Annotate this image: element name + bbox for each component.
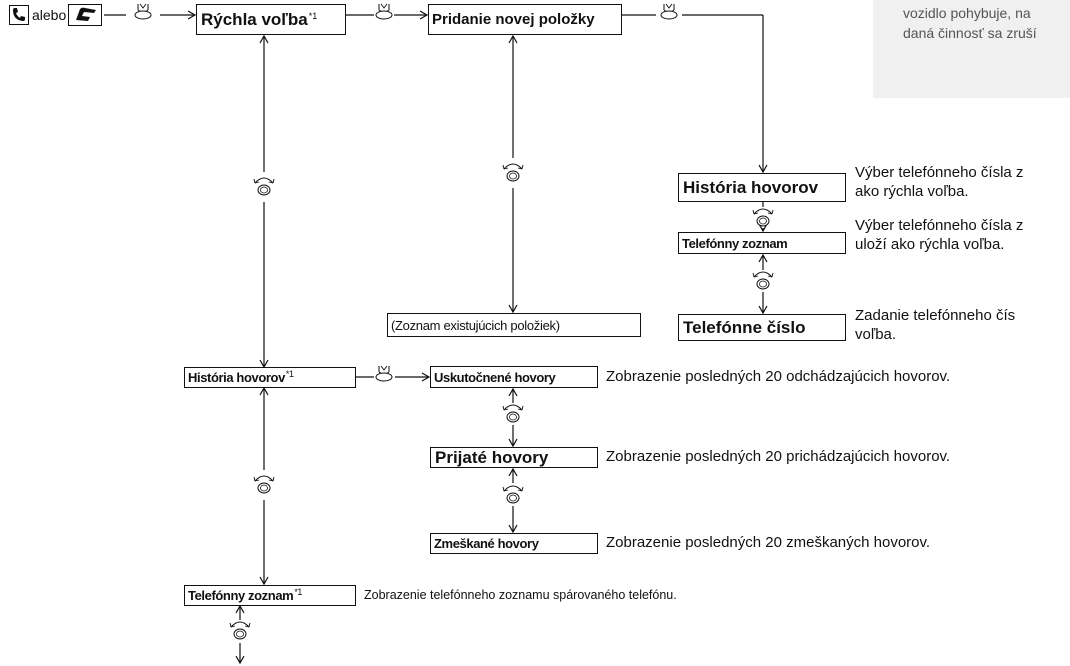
footnote-marker: *1 xyxy=(308,10,318,21)
telefonny-zoznam-node: Telefónny zoznam*1 xyxy=(184,585,356,606)
zoznam-existujucich-poloziek-node: (Zoznam existujúcich položiek) xyxy=(387,313,641,337)
telefonny-zoznam-description: Zobrazenie telefónneho zoznamu spárované… xyxy=(364,588,677,602)
description-line: voľba. xyxy=(855,326,897,343)
note-line-1: vozidlo pohybuje, na xyxy=(903,5,1031,21)
telefonne-cislo-node: Telefónne číslo xyxy=(678,314,846,341)
telefonne-cislo-description: Zadanie telefónneho čís voľba. xyxy=(855,306,1015,344)
description-line: ako rýchla voľba. xyxy=(855,183,969,200)
historia-hovorov-node: História hovorov*1 xyxy=(184,367,356,388)
rotate-knob-icon xyxy=(253,177,275,196)
zmeskane-hovory-description: Zobrazenie posledných 20 zmeškaných hovo… xyxy=(606,534,931,551)
telefonny-zoznam-sub-description: Výber telefónneho čísla z uloží ako rých… xyxy=(855,216,1023,254)
rotate-knob-icon xyxy=(752,208,774,227)
press-select-knob-icon xyxy=(375,365,393,382)
rotate-knob-icon xyxy=(752,271,774,290)
prijate-hovory-node: Prijaté hovory xyxy=(430,447,598,468)
press-select-knob-icon xyxy=(134,3,152,20)
historia-hovorov-sub-description: Výber telefónneho čísla z ako rýchla voľ… xyxy=(855,163,1023,201)
description-line: uloží ako rýchla voľba. xyxy=(855,236,1005,253)
description-line: Výber telefónneho čísla z xyxy=(855,164,1024,181)
footnote-marker: *1 xyxy=(294,586,303,597)
telefonne-cislo-label: Telefónne číslo xyxy=(683,317,806,337)
description-line: Zadanie telefónneho čís xyxy=(855,307,1016,324)
alebo-label: alebo xyxy=(32,7,67,23)
rotate-knob-icon xyxy=(229,621,251,640)
zmeskane-hovory-node: Zmeškané hovory xyxy=(430,533,598,554)
phone-handset-icon xyxy=(68,4,102,26)
press-select-knob-icon xyxy=(660,3,678,20)
telefonny-zoznam-sub-label: Telefónny zoznam xyxy=(682,235,788,251)
note-box: vozidlo pohybuje, na daná činnosť sa zru… xyxy=(873,0,1070,98)
note-line-2: daná činnosť sa zruší xyxy=(903,25,1037,41)
zmeskane-hovory-label: Zmeškané hovory xyxy=(434,536,539,551)
historia-hovorov-sub-label: História hovorov xyxy=(683,177,819,197)
uskutocnene-hovory-label: Uskutočnené hovory xyxy=(434,369,556,385)
footnote-marker: *1 xyxy=(285,368,294,379)
connector-lines xyxy=(104,10,768,665)
rychla-volba-node: Rýchla voľba*1 xyxy=(196,4,346,35)
zoznam-existujucich-poloziek-label: (Zoznam existujúcich položiek) xyxy=(391,317,560,333)
rotate-knob-icon xyxy=(502,404,524,423)
press-select-knob-icon xyxy=(375,3,393,20)
rotate-knob-icon xyxy=(253,475,275,494)
uskutocnene-hovory-node: Uskutočnené hovory xyxy=(430,366,598,388)
telefonny-zoznam-sub-node: Telefónny zoznam xyxy=(678,232,846,254)
phone-icon xyxy=(9,5,29,25)
pridanie-novej-polozky-label: Pridanie novej položky xyxy=(432,11,595,28)
description-line: Výber telefónneho čísla z xyxy=(855,217,1024,234)
prijate-hovory-label: Prijaté hovory xyxy=(435,447,549,467)
telefonny-zoznam-label: Telefónny zoznam xyxy=(188,588,294,603)
uskutocnene-hovory-description: Zobrazenie posledných 20 odchádzajúcich … xyxy=(606,368,951,385)
rotate-knob-icon xyxy=(502,163,524,182)
rotate-knob-icon xyxy=(502,485,524,504)
rychla-volba-label: Rýchla voľba xyxy=(201,9,308,29)
historia-hovorov-sub-node: História hovorov xyxy=(678,173,846,202)
prijate-hovory-description: Zobrazenie posledných 20 prichádzajúcich… xyxy=(606,448,951,465)
historia-hovorov-label: História hovorov xyxy=(188,370,285,385)
pridanie-novej-polozky-node: Pridanie novej položky xyxy=(428,4,622,35)
